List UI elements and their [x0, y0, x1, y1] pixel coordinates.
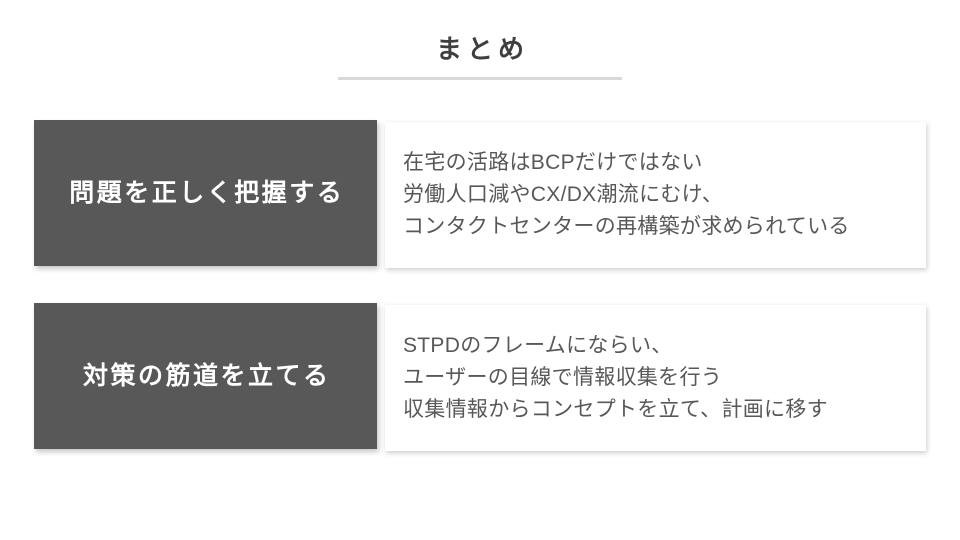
- summary-label-box-2: 対策の筋道を立てる: [34, 303, 377, 449]
- page-title: まとめ: [435, 34, 529, 64]
- detail-line: 労働人口減やCX/DX潮流にむけ、: [403, 183, 724, 206]
- detail-line: ユーザーの目線で情報収集を行う: [403, 366, 723, 389]
- detail-line: 収集情報からコンセプトを立て、計画に移す: [403, 398, 828, 421]
- summary-detail-card-2: STPDのフレームにならい、 ユーザーの目線で情報収集を行う 収集情報からコンセ…: [385, 305, 926, 451]
- summary-label-text-1: 問題を正しく把握する: [69, 179, 345, 207]
- detail-line: STPDのフレームにならい、: [403, 334, 673, 357]
- detail-line: コンタクトセンターの再構築が求められている: [403, 215, 850, 238]
- summary-row-1: 問題を正しく把握する 在宅の活路はBCPだけではない 労働人口減やCX/DX潮流…: [34, 120, 926, 268]
- summary-detail-card-1: 在宅の活路はBCPだけではない 労働人口減やCX/DX潮流にむけ、 コンタクトセ…: [385, 122, 926, 268]
- detail-line: 在宅の活路はBCPだけではない: [403, 151, 703, 174]
- summary-label-text-2: 対策の筋道を立てる: [82, 362, 331, 390]
- slide-title-block: まとめ: [0, 32, 960, 66]
- summary-row-2: 対策の筋道を立てる STPDのフレームにならい、 ユーザーの目線で情報収集を行う…: [34, 303, 926, 451]
- summary-label-box-1: 問題を正しく把握する: [34, 120, 377, 266]
- title-divider: [338, 77, 622, 80]
